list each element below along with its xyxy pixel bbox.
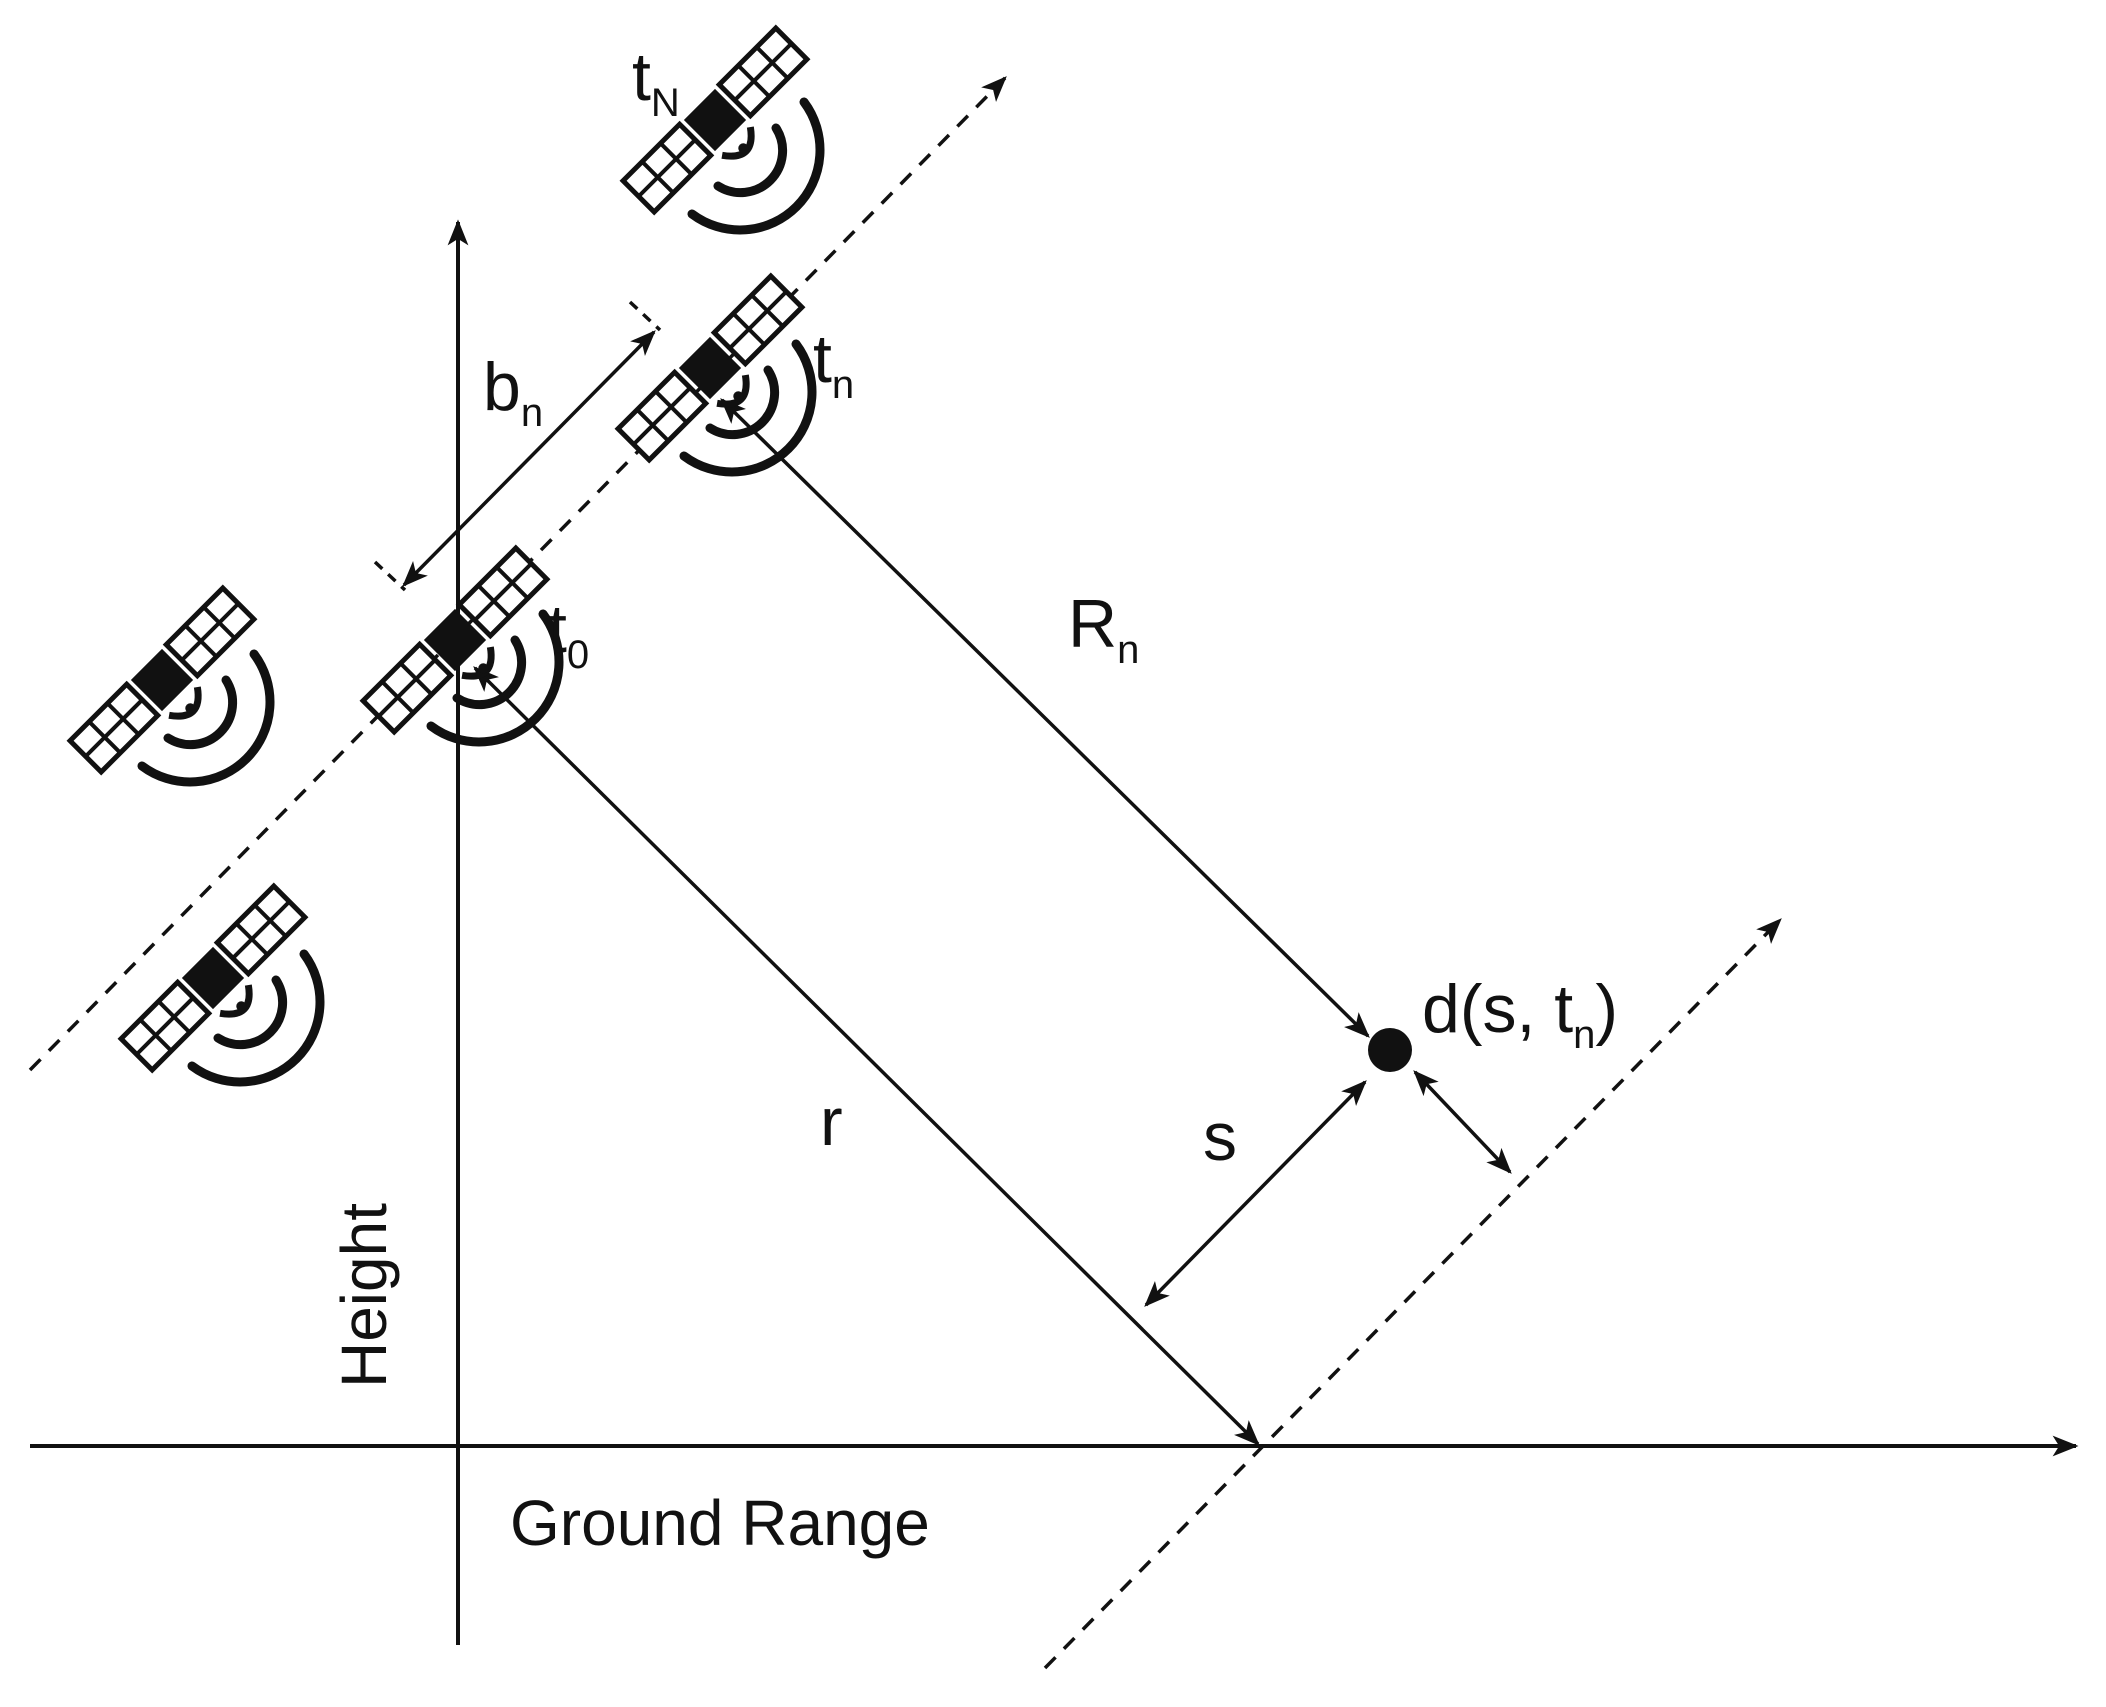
target-label: d(s, tn) (1422, 971, 1618, 1057)
range-r-arrow (473, 666, 1260, 1446)
range-rn-arrow (720, 398, 1370, 1038)
elevation-s-label: s (1203, 1099, 1237, 1175)
displacement-arrow (1413, 1070, 1512, 1174)
y-axis-label: Height (328, 1203, 400, 1388)
baseline-label: bn (483, 349, 543, 435)
baseline-tick-t0 (373, 560, 407, 592)
satellite-icon (623, 28, 823, 228)
baseline-arrow (402, 330, 656, 587)
x-axis-label: Ground Range (510, 1487, 930, 1559)
range-rn-label: Rn (1068, 586, 1139, 672)
satellite-icon (121, 886, 321, 1086)
elevation-axis-line (1043, 918, 1782, 1670)
satellite-label-tN: tN (632, 39, 680, 125)
satellite-label-tn: tn (813, 321, 854, 407)
satellite-label-t0: t0 (548, 591, 589, 677)
range-r-label: r (820, 1084, 843, 1160)
satellite-icon (70, 588, 270, 788)
target-point (1368, 1028, 1412, 1072)
elevation-s-arrow (1144, 1080, 1367, 1307)
baseline-tick-tn (628, 300, 662, 332)
